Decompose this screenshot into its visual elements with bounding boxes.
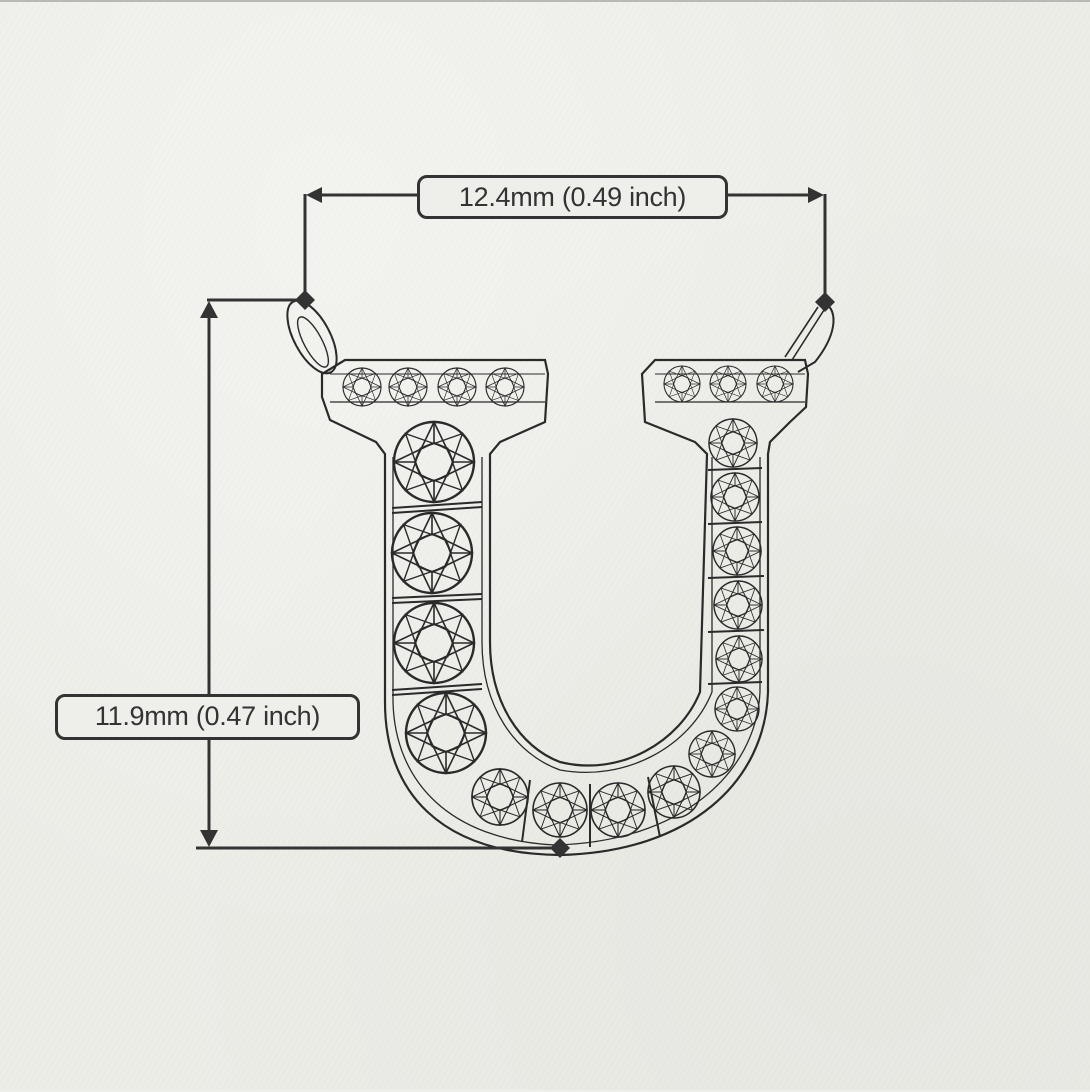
- height-dimension: [196, 298, 570, 858]
- anchor-diamond-icon: [550, 838, 570, 858]
- stones-top-right: [663, 365, 794, 403]
- arrow-right-icon: [808, 187, 824, 203]
- width-dimension: [295, 187, 835, 312]
- width-dimension-label: 12.4mm (0.49 inch): [417, 175, 728, 219]
- anchor-diamond-icon: [815, 292, 835, 312]
- arrow-left-icon: [306, 187, 322, 203]
- arrow-down-icon: [200, 830, 218, 847]
- stones-bottom-curve: [471, 730, 736, 838]
- prong-bars: [391, 467, 765, 847]
- anchor-diamond-icon: [295, 290, 315, 310]
- height-dimension-label: 11.9mm (0.47 inch): [55, 694, 360, 740]
- arrow-up-icon: [200, 301, 218, 318]
